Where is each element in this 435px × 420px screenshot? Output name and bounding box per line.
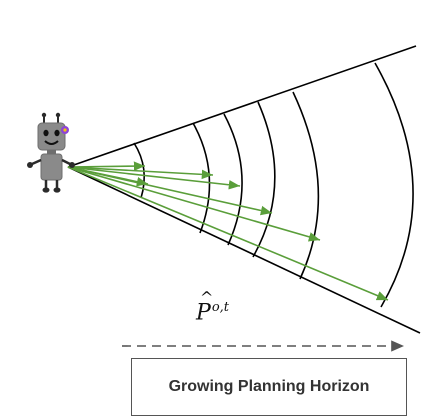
trajectory-arrow-1 [67,161,146,171]
symbol-base: P [196,300,211,326]
trajectory-arrow-3 [67,166,241,190]
horizon-arc-2 [192,122,211,234]
trajectory-arrow-7 [67,166,389,301]
cone-lower-edge [67,166,421,334]
horizon-arc-6 [374,62,414,308]
trajectory-arrow-5 [67,166,273,216]
horizon-arc-5 [292,91,320,280]
horizon-arc-4 [252,101,276,258]
cone-upper-edge [67,45,417,168]
trajectory-arrow-6 [67,166,321,242]
horizon-arc-3 [223,113,243,246]
trajectory-arrow-2 [67,166,214,180]
planning-horizon-label: Growing Planning Horizon [131,358,407,416]
trajectory-set-symbol: ^Po,t [196,288,229,326]
hat-accent: ^ [200,288,214,307]
robot-icon [27,112,75,193]
symbol-superscript: o,t [211,300,229,315]
